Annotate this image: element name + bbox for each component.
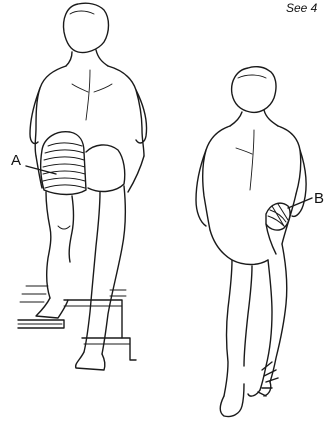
right-figure [196, 67, 312, 417]
label-b: B [314, 190, 324, 207]
right-figure-torso [203, 126, 230, 230]
left-figure-head [64, 3, 109, 52]
see-reference-note: See 4 [286, 1, 335, 15]
right-figure-head [232, 67, 276, 113]
leader-line-b [288, 198, 312, 208]
label-a: A [11, 152, 21, 169]
motion-lines [258, 362, 278, 396]
stairs [18, 286, 136, 360]
left-figure [18, 3, 147, 370]
hatch-region-a [43, 143, 85, 188]
